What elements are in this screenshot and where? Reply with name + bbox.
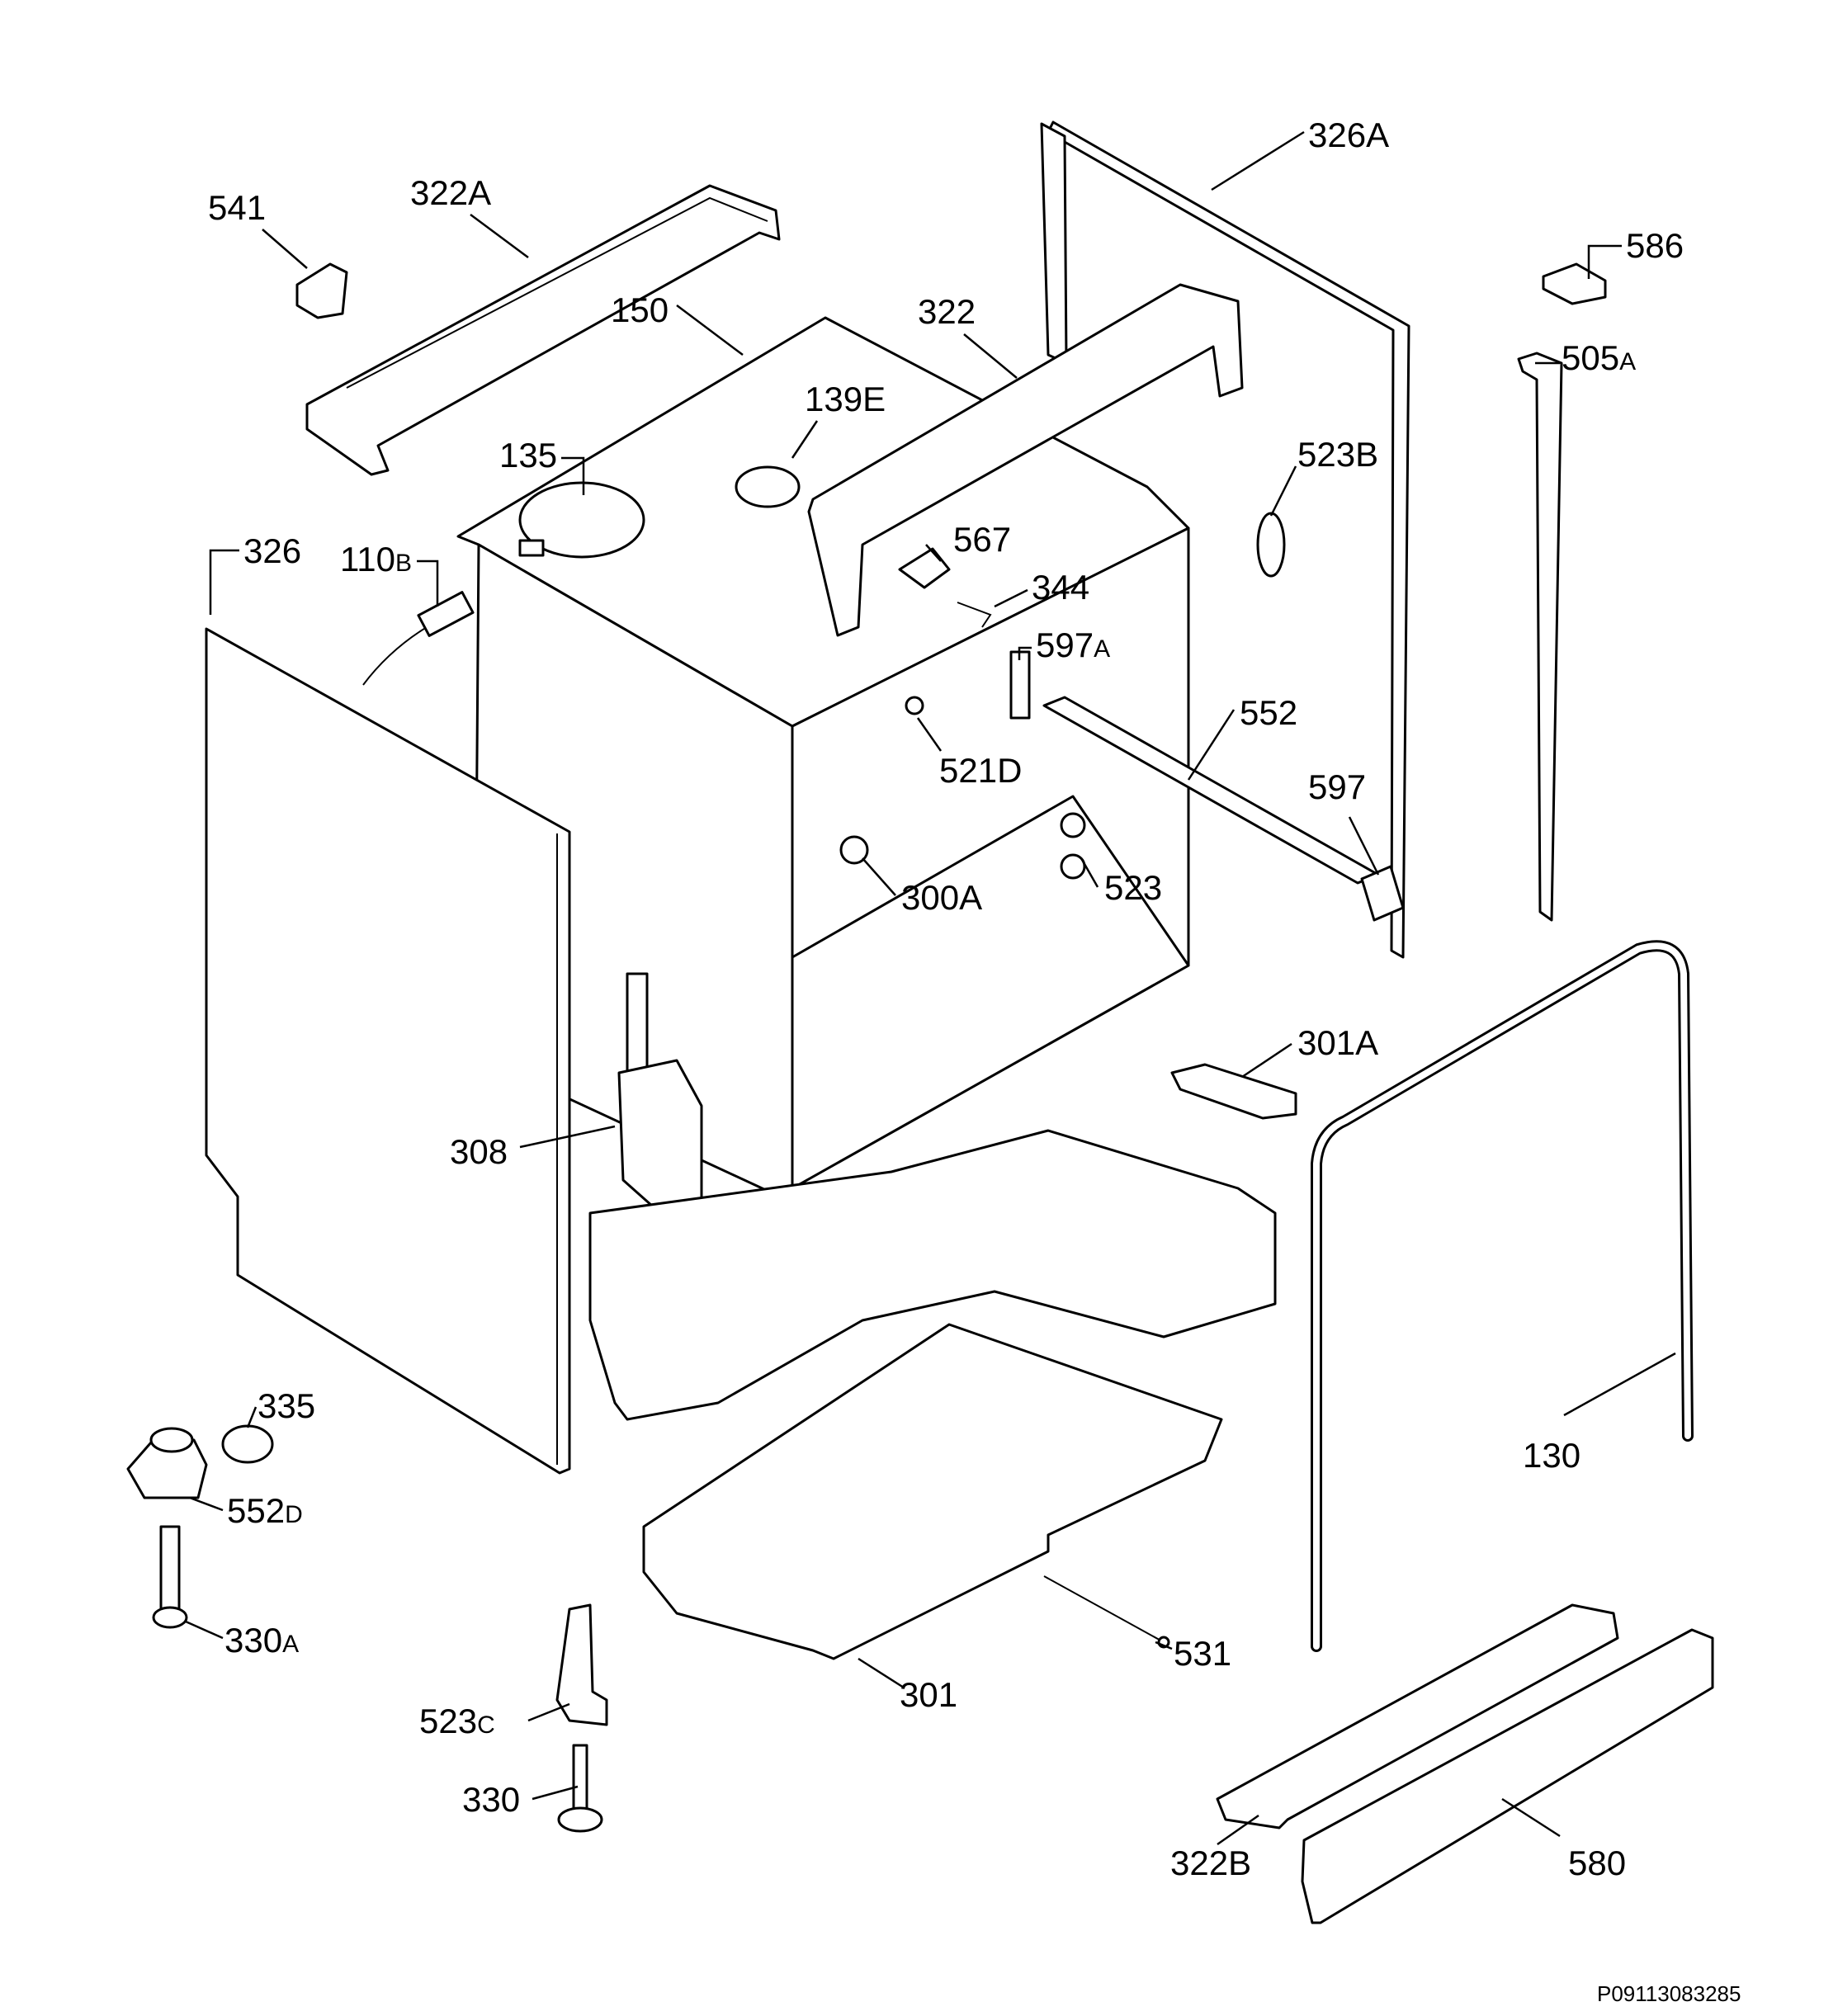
part-586-bracket — [1542, 262, 1607, 305]
part-326-panel — [205, 627, 571, 1475]
part-580-rail — [1301, 1628, 1714, 1924]
label-552D: 552D — [227, 1491, 303, 1530]
label-567: 567 — [953, 520, 1011, 559]
label-523C: 523C — [419, 1702, 495, 1740]
part-301A-handle — [1170, 1063, 1297, 1120]
part-301-bottom-pan — [642, 1323, 1223, 1660]
part-531-rod — [1043, 1575, 1170, 1649]
part-labels: 541 322A 326A 586 150 322 505A 139E 135 … — [208, 116, 1684, 1882]
label-597: 597 — [1308, 767, 1366, 806]
part-505A-strip — [1517, 352, 1563, 922]
part-523B-ring — [1256, 512, 1286, 578]
label-326: 326 — [243, 531, 301, 570]
label-110B: 110B — [340, 540, 412, 578]
part-110B-hose — [362, 591, 475, 686]
part-567-clip — [898, 547, 951, 589]
label-135: 135 — [499, 436, 557, 474]
label-523B: 523B — [1297, 435, 1378, 474]
label-580: 580 — [1568, 1844, 1626, 1882]
part-597A-hook — [1009, 650, 1031, 720]
label-552: 552 — [1240, 693, 1297, 732]
drawing-code: P09113083285 — [1597, 1981, 1741, 2006]
part-521D-nut — [905, 696, 924, 715]
label-335: 335 — [258, 1386, 315, 1425]
part-130-gasket — [1311, 940, 1694, 1652]
part-139E-nut — [735, 465, 801, 508]
label-322A: 322A — [410, 173, 491, 212]
part-322-crossbar — [807, 283, 1244, 637]
label-330A: 330A — [224, 1621, 299, 1660]
part-335-gear — [221, 1424, 274, 1464]
part-523C-bracket — [555, 1603, 608, 1726]
label-322: 322 — [918, 292, 976, 331]
part-344-spring — [957, 602, 992, 628]
part-308-hinge — [617, 972, 703, 1215]
label-586: 586 — [1626, 226, 1684, 265]
part-135-softener — [518, 481, 645, 559]
label-330: 330 — [462, 1780, 520, 1819]
label-523: 523 — [1104, 868, 1162, 907]
label-326A: 326A — [1308, 116, 1389, 154]
label-300A: 300A — [901, 878, 982, 917]
part-322B-rail — [1216, 1603, 1619, 1830]
part-597-cap — [1360, 865, 1405, 922]
part-330A-screw — [152, 1525, 188, 1629]
label-139E: 139E — [805, 380, 886, 418]
label-505A: 505A — [1562, 338, 1636, 377]
part-322A-rail — [305, 184, 781, 476]
part-base-frame — [588, 1129, 1277, 1421]
label-597A: 597A — [1036, 626, 1110, 664]
label-322B: 322B — [1170, 1844, 1251, 1882]
label-521D: 521D — [939, 751, 1022, 790]
label-541: 541 — [208, 188, 266, 227]
label-301A: 301A — [1297, 1023, 1378, 1062]
leader-lines — [185, 130, 1676, 1846]
part-300A-nut — [839, 835, 869, 865]
part-523-wheels — [1060, 812, 1086, 880]
label-150: 150 — [611, 290, 669, 329]
part-541-clip — [295, 262, 348, 319]
part-330-screw — [557, 1744, 603, 1833]
label-130: 130 — [1523, 1436, 1580, 1475]
label-344: 344 — [1032, 568, 1089, 607]
label-308: 308 — [450, 1132, 508, 1171]
part-552D-valve — [126, 1427, 208, 1499]
label-531: 531 — [1174, 1634, 1231, 1673]
label-301: 301 — [900, 1675, 957, 1714]
